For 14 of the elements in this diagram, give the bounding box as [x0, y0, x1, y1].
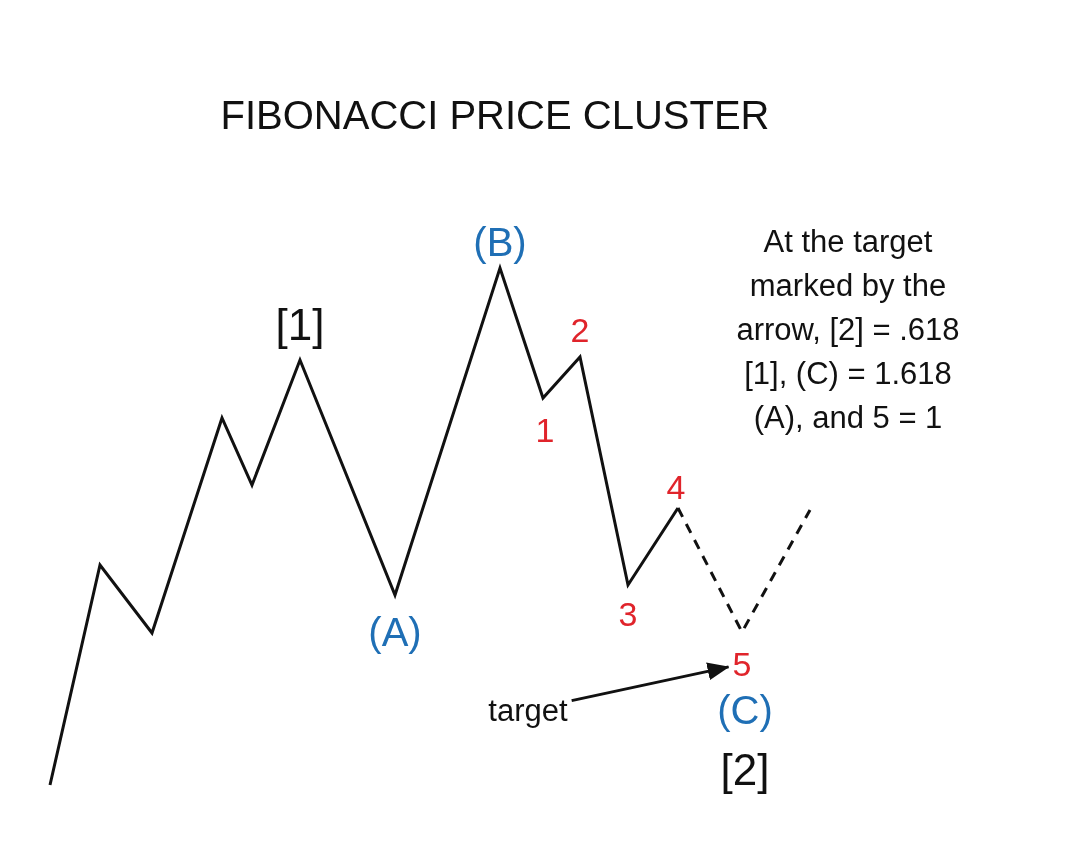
wave-label: (B) — [473, 222, 527, 262]
leader-arrow — [571, 662, 730, 703]
wave-label: (C) — [717, 690, 773, 730]
wave-label: 3 — [618, 597, 638, 631]
wave-label: 1 — [535, 413, 555, 447]
wave-label: 5 — [732, 647, 752, 681]
wave-label: (A) — [368, 612, 422, 652]
wave-label: [2] — [720, 748, 770, 792]
wave-label: 4 — [666, 470, 686, 504]
target-label: target — [488, 694, 568, 726]
chart-title: FIBONACCI PRICE CLUSTER — [220, 95, 770, 135]
note-text: At the target marked by the arrow, [2] = .618 [1], (C) = 1.618 (A), and 5 = 1 — [735, 223, 961, 437]
wave-label: [1] — [275, 303, 325, 347]
wave-label: 2 — [570, 313, 590, 347]
